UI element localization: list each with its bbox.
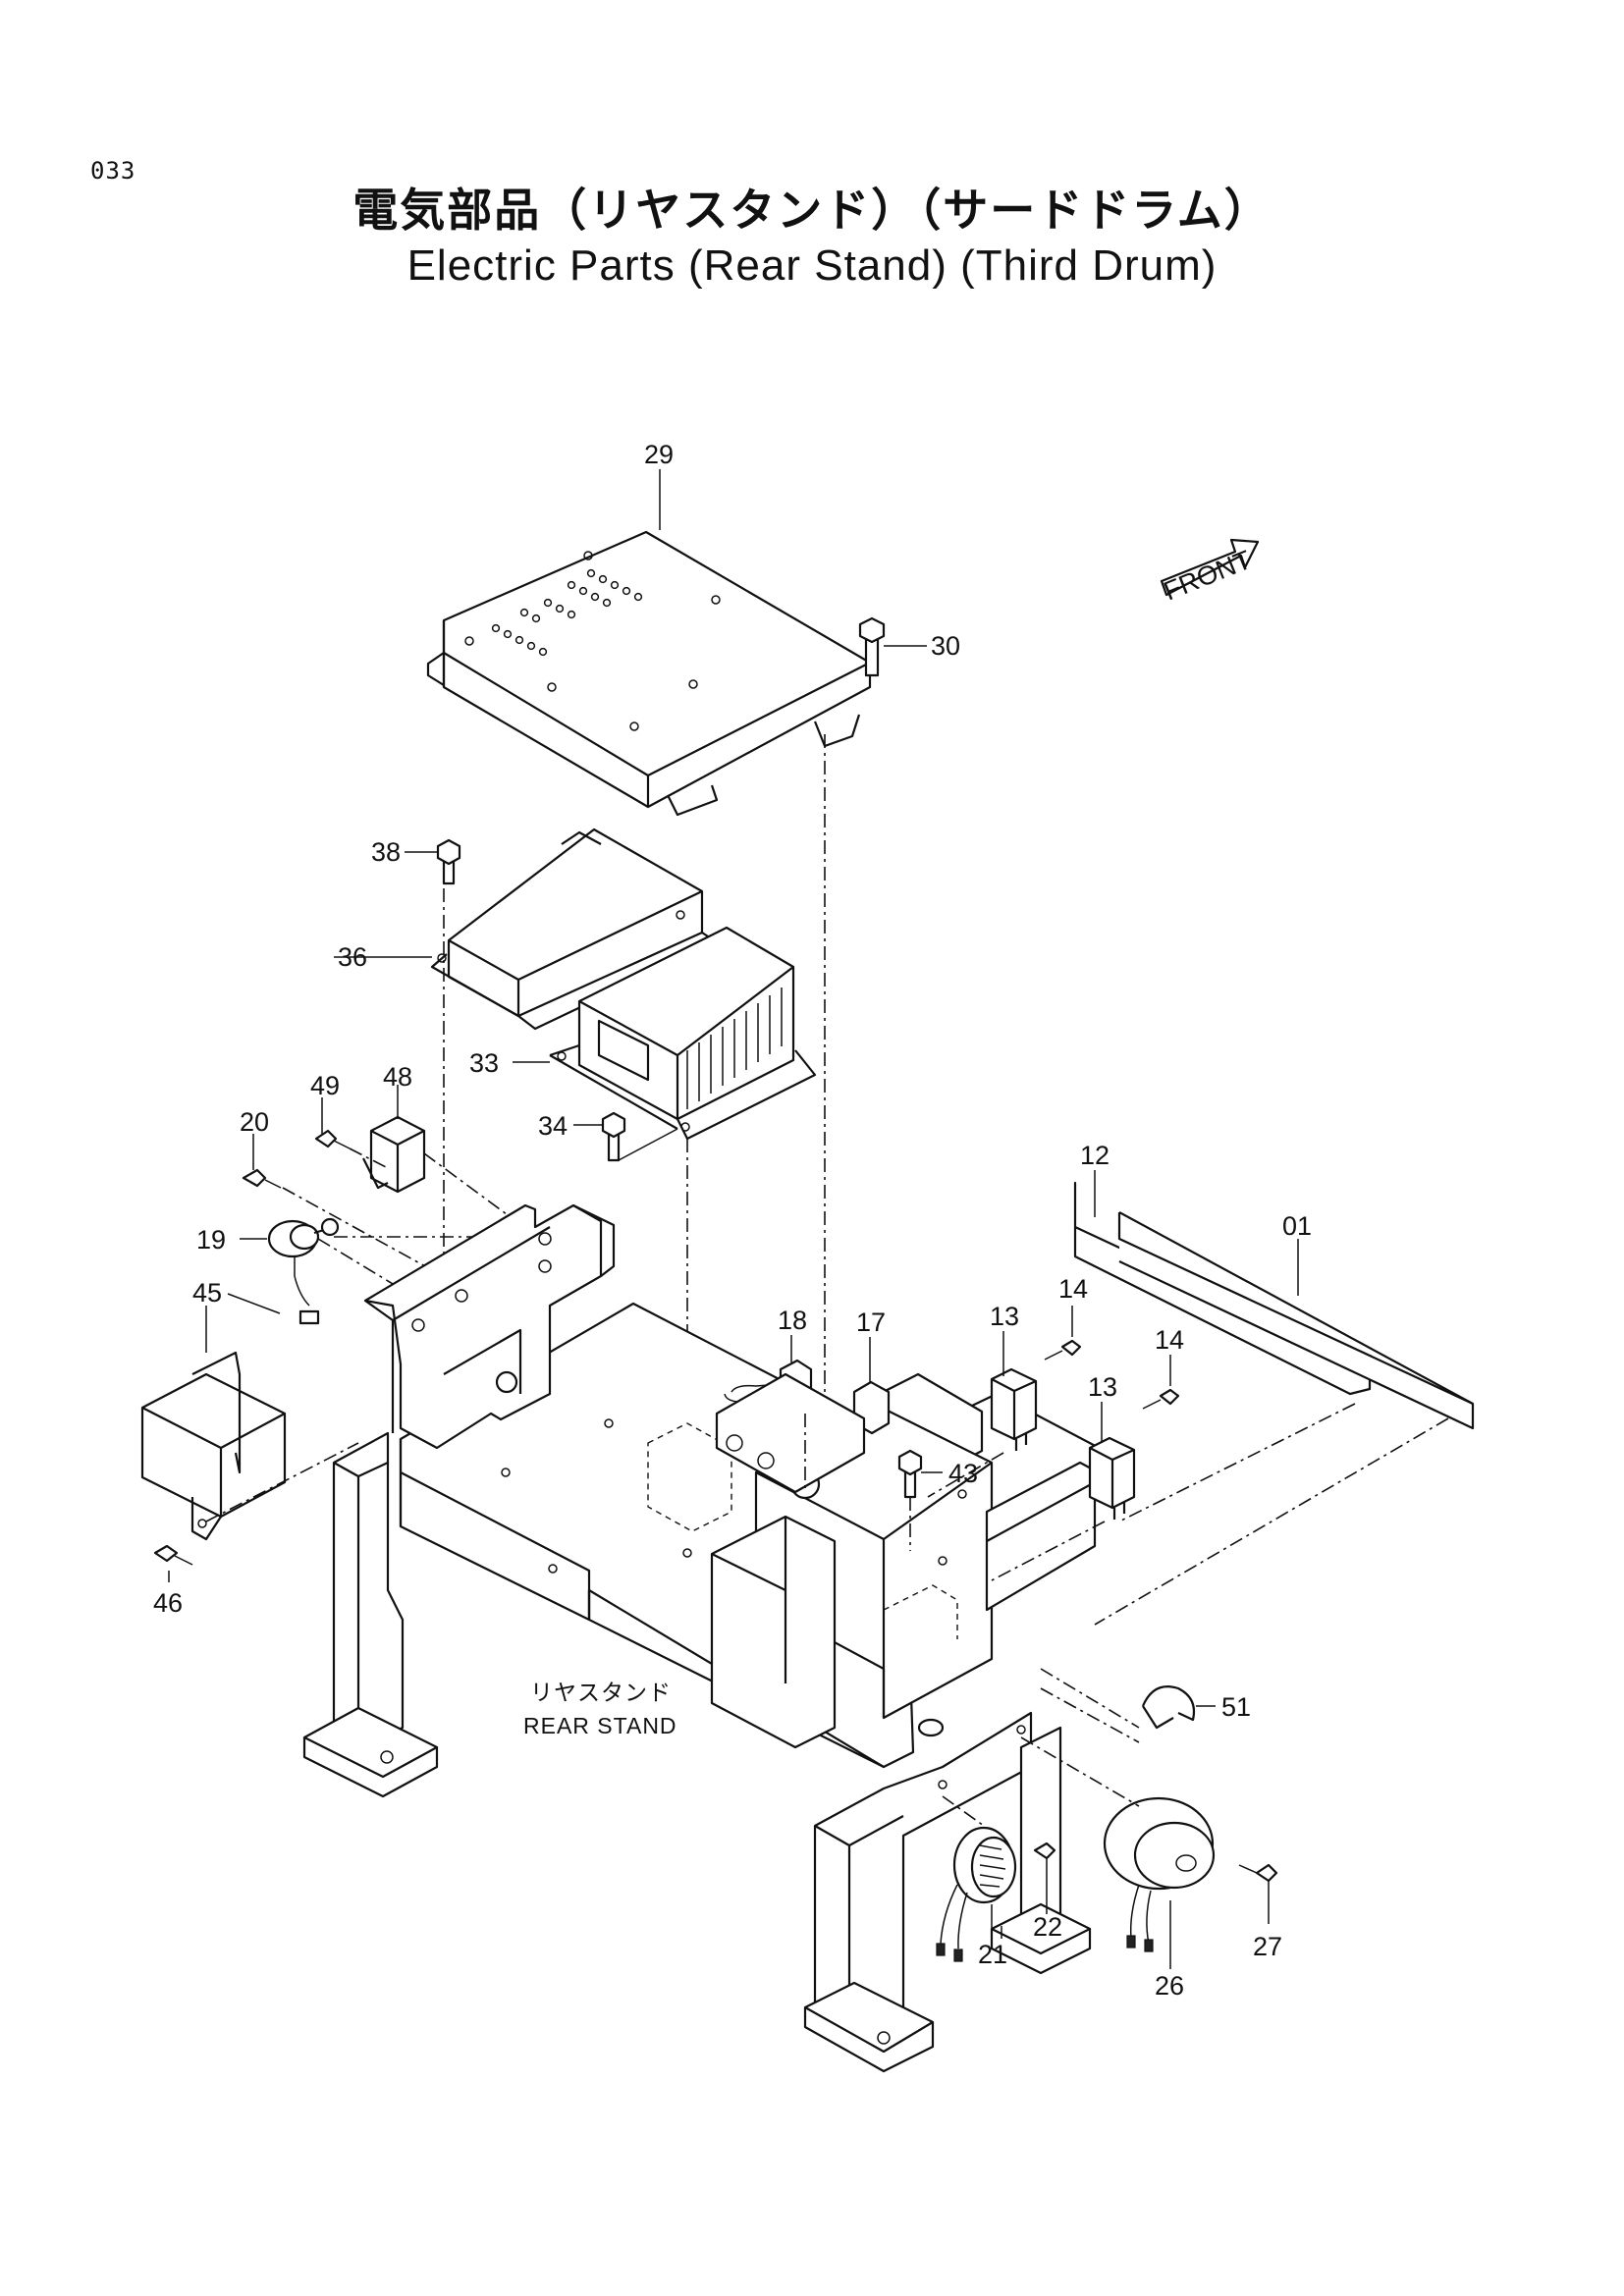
part-26-horn	[1103, 1796, 1216, 1952]
callout-14-a: 14	[1058, 1274, 1088, 1304]
page-code: 033	[90, 157, 136, 185]
part-46-screw	[153, 1544, 193, 1566]
callout-30: 30	[931, 631, 960, 661]
title-english: Electric Parts (Rear Stand) (Third Drum)	[406, 241, 1218, 290]
callout-18: 18	[778, 1306, 807, 1335]
part-13-relay-b	[1088, 1436, 1136, 1520]
part-01-strip	[1117, 1211, 1475, 1430]
callout-20: 20	[240, 1107, 269, 1137]
part-13-relay-a	[990, 1367, 1038, 1451]
part-45-module	[140, 1351, 287, 1541]
callout-29: 29	[644, 440, 674, 469]
part-38-bolt	[405, 838, 461, 885]
part-33-amplifier	[549, 926, 817, 1141]
rear-stand-label-japanese: リヤスタンド	[530, 1680, 672, 1705]
front-label: FRONT	[1160, 545, 1255, 607]
callout-12: 12	[1080, 1141, 1110, 1170]
part-34-bolt	[573, 1111, 626, 1162]
part-29-control-box	[426, 530, 872, 817]
callout-34: 34	[538, 1111, 568, 1141]
callout-labels: 29 30 38 36 33 34 49 48 20 19 45 46 12 0…	[153, 440, 1312, 2001]
part-20-screw	[242, 1168, 282, 1189]
part-43-bolt	[897, 1449, 943, 1499]
callout-14-b: 14	[1155, 1325, 1184, 1355]
callout-48: 48	[383, 1062, 412, 1092]
part-14-screw-b	[1142, 1355, 1180, 1410]
rear-stand-label-english: REAR STAND	[523, 1713, 677, 1738]
callout-27: 27	[1253, 1932, 1282, 1961]
callout-01: 01	[1282, 1211, 1312, 1241]
part-51-clip	[1141, 1685, 1216, 1730]
part-21-buzzer	[936, 1826, 1017, 1962]
callout-22: 22	[1033, 1912, 1062, 1942]
part-27-bolt	[1238, 1863, 1278, 1924]
callout-43: 43	[948, 1459, 978, 1488]
front-direction-arrow: FRONT	[1160, 538, 1260, 607]
part-14-screw-a	[1044, 1306, 1082, 1361]
callout-49: 49	[310, 1071, 340, 1100]
callout-33: 33	[469, 1048, 499, 1078]
callout-13-b: 13	[1088, 1372, 1117, 1402]
title-japanese: 電気部品（リヤスタンド）（サードドラム）	[352, 184, 1272, 237]
callout-51: 51	[1221, 1692, 1251, 1722]
part-48-relay	[362, 1115, 426, 1194]
part-30-bolt	[858, 616, 927, 677]
callout-21: 21	[978, 1940, 1007, 1969]
rear-stand-frame	[302, 1203, 1107, 2073]
callout-46: 46	[153, 1588, 183, 1618]
callout-45: 45	[192, 1278, 222, 1308]
part-22-bolt	[1033, 1842, 1056, 1914]
callout-19: 19	[196, 1225, 226, 1255]
part-49-screw	[314, 1129, 351, 1149]
callout-13-a: 13	[990, 1302, 1019, 1331]
callout-17: 17	[856, 1308, 886, 1337]
callout-38: 38	[371, 837, 401, 867]
callout-36: 36	[338, 942, 367, 972]
part-19-switch	[267, 1217, 340, 1325]
callout-26: 26	[1155, 1971, 1184, 2001]
